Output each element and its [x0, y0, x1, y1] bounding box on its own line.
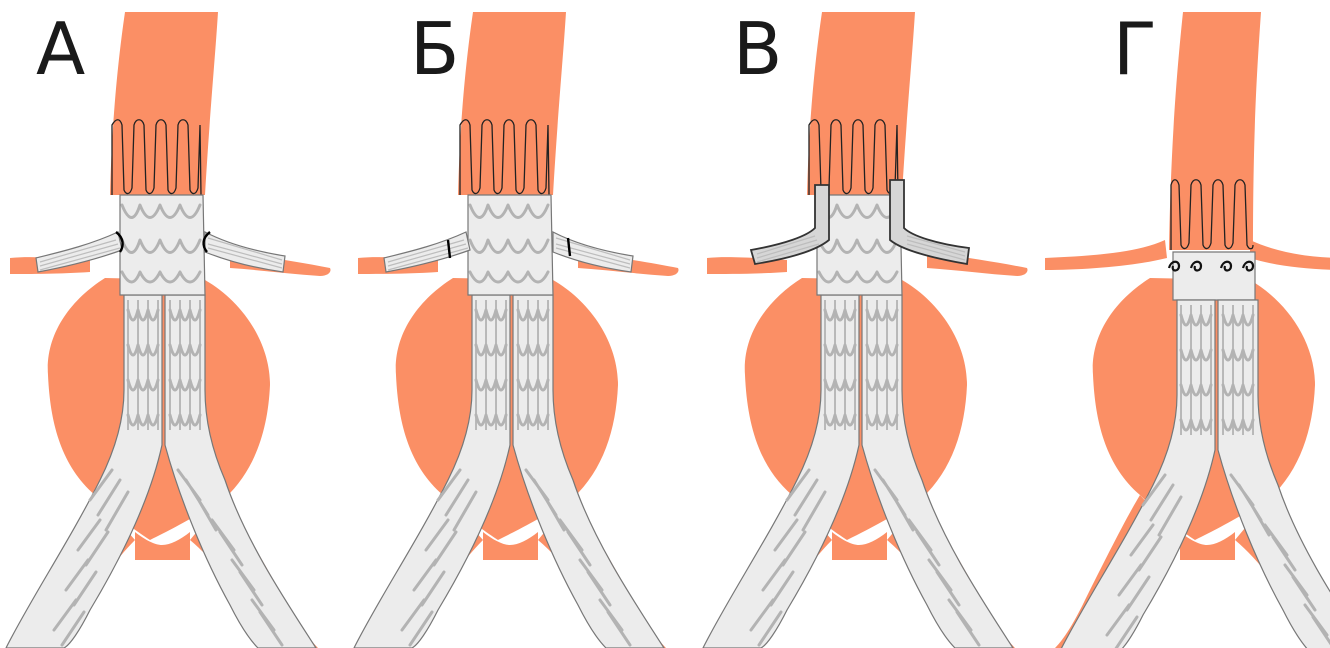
panel-label: В	[733, 7, 782, 91]
panel-c: В	[703, 7, 1028, 648]
panel-b: Б	[354, 7, 679, 648]
chimney-graft-right	[890, 180, 969, 264]
panel-label: Г	[1113, 7, 1157, 91]
panel-d: Г	[1045, 7, 1330, 648]
panel-label: Б	[410, 7, 459, 91]
panel-a: А	[6, 7, 331, 648]
panel-label: А	[36, 7, 85, 91]
